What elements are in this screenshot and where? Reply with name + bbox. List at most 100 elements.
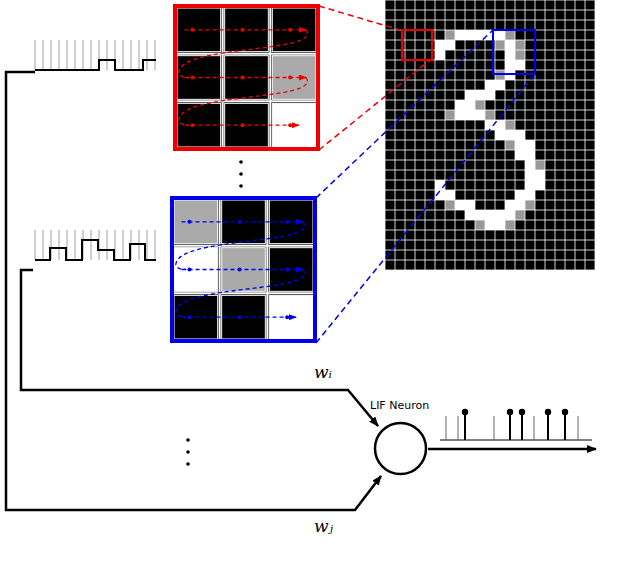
pixel bbox=[455, 110, 465, 120]
patch-ground bbox=[172, 198, 315, 341]
receptive-field bbox=[493, 30, 535, 74]
zoom-line bbox=[316, 30, 493, 198]
time-tick bbox=[458, 416, 459, 440]
pixel bbox=[485, 210, 495, 220]
dot bbox=[239, 184, 243, 188]
spike-dot bbox=[507, 409, 513, 415]
grid-line bbox=[385, 260, 595, 261]
scan-arrow bbox=[182, 221, 304, 222]
spike-dot bbox=[545, 409, 551, 415]
pixel bbox=[435, 50, 445, 60]
grid-line bbox=[385, 170, 595, 171]
pixel bbox=[485, 80, 495, 90]
grid-line bbox=[455, 0, 456, 270]
grid-line bbox=[385, 270, 595, 271]
pixel bbox=[465, 200, 475, 210]
time-tick bbox=[578, 416, 579, 440]
grid-line bbox=[385, 100, 595, 101]
time-tick bbox=[75, 40, 76, 70]
pixel bbox=[465, 30, 475, 40]
pixel bbox=[475, 100, 485, 110]
weight-label: wⱼ bbox=[314, 516, 333, 536]
pixel bbox=[485, 220, 495, 230]
grid-line bbox=[385, 220, 595, 221]
grid-line bbox=[445, 0, 446, 270]
pixel bbox=[505, 220, 515, 230]
pixel bbox=[505, 200, 515, 210]
grid-line bbox=[555, 0, 556, 270]
time-tick bbox=[131, 40, 132, 70]
spike-stem bbox=[509, 412, 511, 440]
time-tick bbox=[147, 230, 148, 260]
pixel bbox=[445, 190, 455, 200]
grid-line bbox=[495, 0, 496, 270]
time-tick bbox=[123, 40, 124, 70]
grid-line bbox=[385, 250, 595, 251]
receptive-field bbox=[402, 30, 432, 60]
scan-arrow bbox=[182, 269, 304, 270]
neuron-label: LIF Neuron bbox=[370, 399, 429, 412]
pixel bbox=[485, 90, 495, 100]
pixel bbox=[525, 170, 535, 180]
grid-line bbox=[585, 0, 586, 270]
ellipsis-dots bbox=[186, 160, 243, 466]
zoom-line bbox=[316, 74, 535, 343]
scan-return bbox=[176, 270, 305, 318]
dot bbox=[239, 172, 243, 176]
dot bbox=[186, 462, 190, 466]
baseline bbox=[440, 440, 592, 441]
grid-line bbox=[385, 240, 595, 241]
wires bbox=[6, 72, 596, 510]
scan-arrow bbox=[185, 29, 307, 30]
pixel bbox=[505, 120, 515, 130]
spike-dot bbox=[562, 409, 568, 415]
time-tick bbox=[147, 40, 148, 70]
grid-line bbox=[385, 80, 595, 81]
patch-border bbox=[175, 6, 318, 149]
time-tick bbox=[43, 40, 44, 70]
patch-grid bbox=[175, 100, 318, 102]
pixel bbox=[495, 80, 505, 90]
grid-line bbox=[385, 230, 595, 231]
pixel bbox=[475, 210, 485, 220]
grid-line bbox=[385, 180, 595, 181]
grid-line bbox=[565, 0, 566, 270]
pixel bbox=[505, 210, 515, 220]
output-spikes bbox=[440, 409, 592, 440]
time-tick bbox=[91, 40, 92, 70]
pixel bbox=[515, 200, 525, 210]
time-tick bbox=[155, 230, 156, 260]
pixel bbox=[515, 150, 525, 160]
grid-line bbox=[505, 0, 506, 270]
pixel bbox=[455, 100, 465, 110]
pixel bbox=[505, 140, 515, 150]
zoom-line bbox=[319, 6, 400, 30]
scan-arrow bbox=[182, 317, 296, 318]
pixel bbox=[505, 40, 515, 50]
time-tick bbox=[155, 40, 156, 70]
pixel bbox=[515, 210, 525, 220]
spike-stem bbox=[564, 412, 566, 440]
time-tick bbox=[43, 230, 44, 260]
pixel bbox=[535, 180, 545, 190]
pixel bbox=[445, 200, 455, 210]
pixel bbox=[505, 30, 515, 40]
pixel bbox=[495, 30, 505, 40]
scan-return bbox=[179, 78, 308, 126]
wire bbox=[21, 270, 378, 426]
grid-line bbox=[405, 0, 406, 270]
time-tick bbox=[107, 40, 108, 70]
patch-grid bbox=[175, 53, 318, 55]
grid-line bbox=[385, 190, 595, 191]
grid-line bbox=[435, 0, 436, 270]
grid-line bbox=[385, 140, 595, 141]
scan-return bbox=[179, 30, 308, 78]
pulse-train bbox=[35, 60, 156, 70]
pixel bbox=[445, 110, 455, 120]
pixel bbox=[465, 100, 475, 110]
grid-line bbox=[465, 0, 466, 270]
time-tick bbox=[139, 40, 140, 70]
time-tick bbox=[494, 416, 495, 440]
zoom-lines bbox=[316, 6, 535, 343]
